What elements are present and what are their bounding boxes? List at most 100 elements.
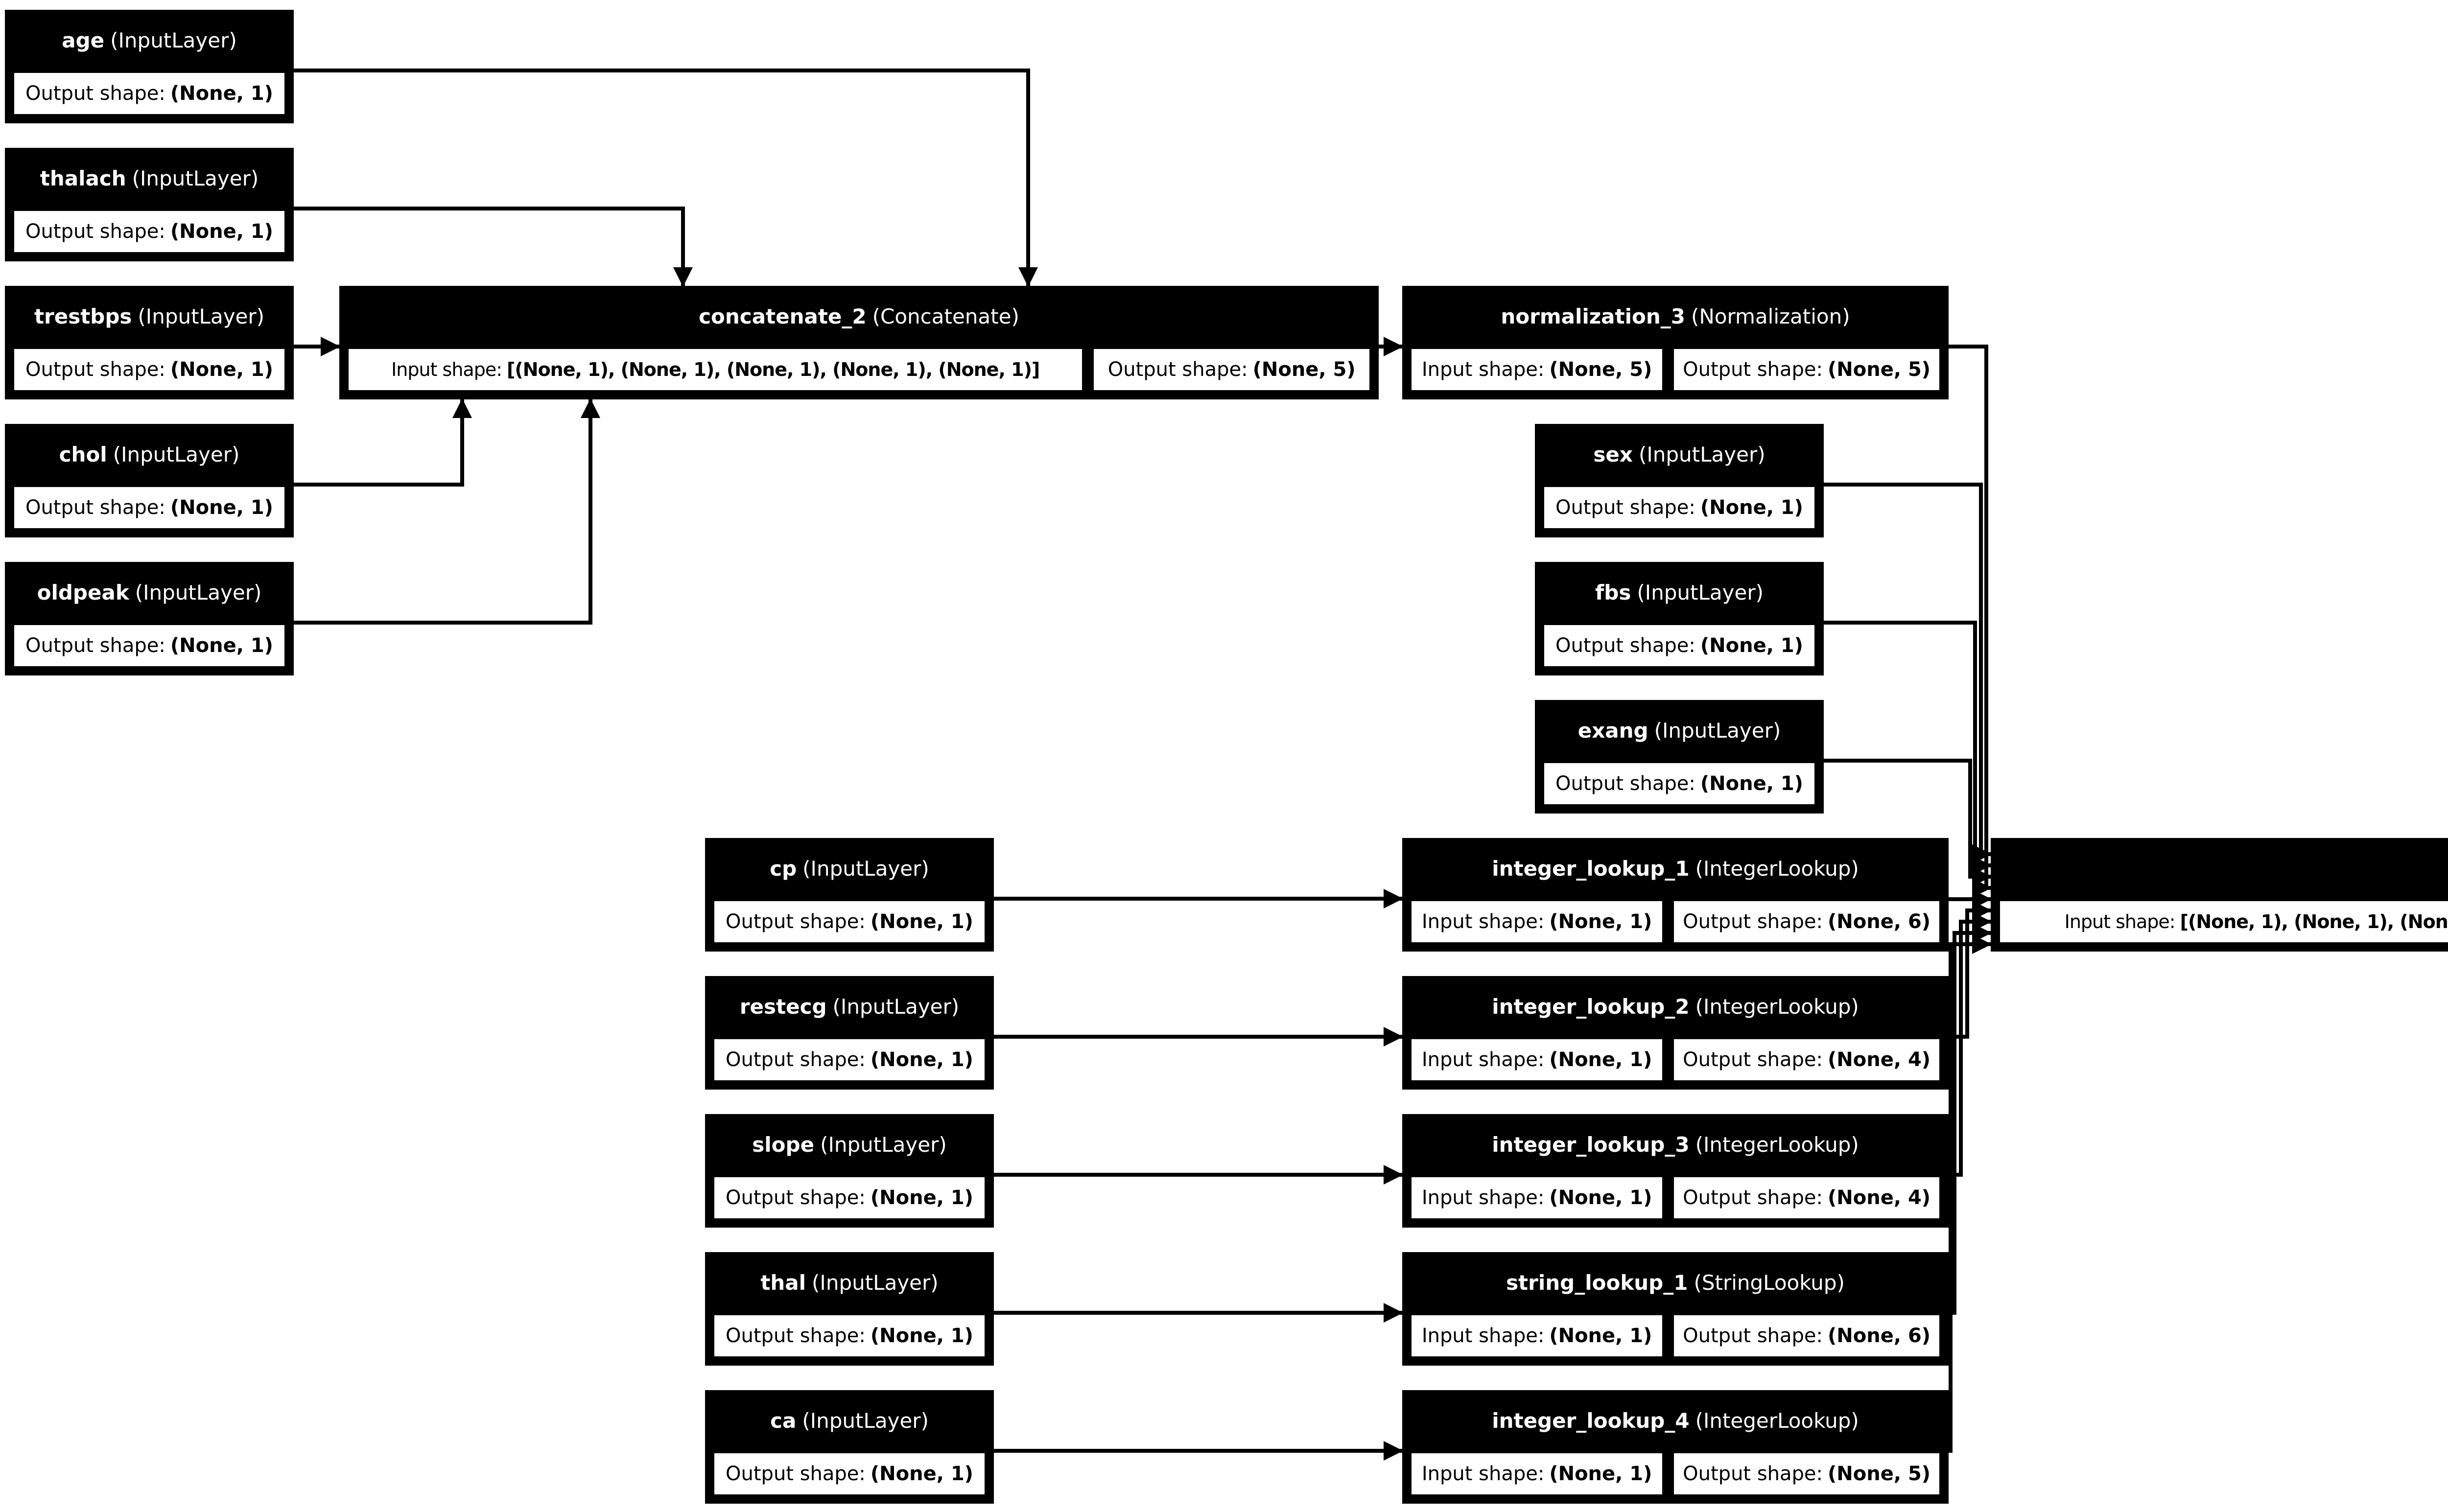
edge-integer-lookup-4-to-concatenate-3 <box>1949 934 1992 1453</box>
node-body: Output shape:(None, 1) <box>705 1451 994 1504</box>
output-shape-cell: Output shape:(None, 5) <box>1671 347 1942 393</box>
input-shape-label: Input shape: <box>1421 358 1545 381</box>
node-body: Input shape:(None, 1) Output shape:(None… <box>1402 899 1949 952</box>
output-shape-value: (None, 1) <box>870 1463 973 1485</box>
output-shape-value: (None, 6) <box>1828 910 1931 933</box>
input-shape-cell: Input shape:(None, 1) <box>1409 899 1665 945</box>
input-shape-label: Input shape: <box>1421 1325 1545 1347</box>
node-header: thalach(InputLayer) <box>5 148 294 209</box>
node-age: age(InputLayer) Output shape:(None, 1) <box>5 10 294 123</box>
input-shape-value: (None, 1) <box>1549 1048 1652 1071</box>
node-header: thal(InputLayer) <box>705 1252 994 1313</box>
output-shape-cell: Output shape:(None, 1) <box>1542 485 1817 531</box>
input-shape-label: Input shape: <box>391 359 502 380</box>
node-header: oldpeak(InputLayer) <box>5 562 294 623</box>
output-shape-value: (None, 6) <box>1828 1325 1931 1347</box>
node-body: Output shape:(None, 1) <box>5 485 294 537</box>
node-thal: thal(InputLayer) Output shape:(None, 1) <box>705 1252 994 1366</box>
layer-name: integer_lookup_3 <box>1492 1132 1690 1157</box>
layer-type: (IntegerLookup) <box>1695 994 1859 1019</box>
edge-string-lookup-1-to-concatenate-3 <box>1949 923 1992 1315</box>
input-shape-cell: Input shape:(None, 1) <box>1409 1451 1665 1497</box>
input-shape-cell: Input shape:[(None, 1), (None, 1), (None… <box>346 347 1085 393</box>
node-header: slope(InputLayer) <box>705 1114 994 1175</box>
layer-type: (Normalization) <box>1691 304 1850 328</box>
node-oldpeak: oldpeak(InputLayer) Output shape:(None, … <box>5 562 294 675</box>
layer-name: integer_lookup_2 <box>1492 994 1690 1019</box>
output-shape-value: (None, 1) <box>170 358 273 381</box>
layer-type: (IntegerLookup) <box>1695 1132 1859 1157</box>
output-shape-cell: Output shape:(None, 1) <box>12 209 287 255</box>
node-body: Output shape:(None, 1) <box>705 899 994 952</box>
output-shape-value: (None, 1) <box>170 220 273 243</box>
output-shape-value: (None, 4) <box>1828 1186 1931 1209</box>
output-shape-value: (None, 5) <box>1828 1463 1931 1485</box>
input-shape-value: (None, 1) <box>1549 1325 1652 1347</box>
output-shape-label: Output shape: <box>726 1186 866 1209</box>
layer-type: (InputLayer) <box>132 166 259 190</box>
output-shape-label: Output shape: <box>1683 1325 1823 1347</box>
layer-type: (InputLayer) <box>820 1132 947 1157</box>
output-shape-value: (None, 1) <box>1700 496 1803 519</box>
layer-type: (StringLookup) <box>1694 1270 1845 1295</box>
layer-type: (InputLayer) <box>1638 442 1765 466</box>
node-header: concatenate_2(Concatenate) <box>339 286 1379 347</box>
layer-name: cp <box>770 856 797 881</box>
node-header: age(InputLayer) <box>5 10 294 70</box>
node-sex: sex(InputLayer) Output shape:(None, 1) <box>1535 424 1824 537</box>
output-shape-value: (None, 5) <box>1828 358 1931 381</box>
output-shape-value: (None, 1) <box>870 1186 973 1209</box>
input-shape-value: (None, 5) <box>1549 358 1652 381</box>
input-shape-value: (None, 1) <box>1549 1186 1652 1209</box>
layer-type: (IntegerLookup) <box>1695 856 1859 881</box>
output-shape-value: (None, 1) <box>1700 634 1803 657</box>
layer-type: (InputLayer) <box>802 1408 929 1433</box>
output-shape-label: Output shape: <box>1683 1048 1823 1071</box>
output-shape-value: (None, 1) <box>170 634 273 657</box>
node-body: Output shape:(None, 1) <box>5 623 294 675</box>
output-shape-label: Output shape: <box>1555 496 1695 519</box>
input-shape-cell: Input shape:(None, 1) <box>1409 1313 1665 1359</box>
output-shape-cell: Output shape:(None, 1) <box>712 1175 987 1221</box>
layer-name: exang <box>1577 718 1648 743</box>
edge-normalization-3-to-concatenate-3 <box>1949 345 1992 898</box>
output-shape-cell: Output shape:(None, 1) <box>1542 761 1817 807</box>
output-shape-cell: Output shape:(None, 4) <box>1671 1037 1942 1083</box>
output-shape-value: (None, 1) <box>870 1325 973 1347</box>
node-header: ca(InputLayer) <box>705 1390 994 1451</box>
node-header: concatenate_3(Concatenate) <box>1991 838 2448 899</box>
node-body: Output shape:(None, 1) <box>705 1175 994 1228</box>
edge-integer-lookup-2-to-concatenate-3 <box>1949 901 1992 1039</box>
output-shape-cell: Output shape:(None, 6) <box>1671 899 1942 945</box>
input-shape-value: (None, 1) <box>1549 1463 1652 1485</box>
layer-name: integer_lookup_1 <box>1492 856 1690 881</box>
node-body: Output shape:(None, 1) <box>1535 485 1824 537</box>
output-shape-cell: Output shape:(None, 1) <box>712 1313 987 1359</box>
node-header: fbs(InputLayer) <box>1535 562 1824 623</box>
output-shape-value: (None, 4) <box>1828 1048 1931 1071</box>
node-body: Output shape:(None, 1) <box>5 347 294 399</box>
node-body: Output shape:(None, 1) <box>1535 761 1824 814</box>
node-chol: chol(InputLayer) Output shape:(None, 1) <box>5 424 294 537</box>
node-body: Input shape:(None, 1) Output shape:(None… <box>1402 1037 1949 1090</box>
layer-name: slope <box>752 1132 815 1157</box>
node-restecg: restecg(InputLayer) Output shape:(None, … <box>705 976 994 1090</box>
node-header: exang(InputLayer) <box>1535 700 1824 761</box>
output-shape-cell: Output shape:(None, 1) <box>1542 623 1817 669</box>
node-header: integer_lookup_3(IntegerLookup) <box>1402 1114 1949 1175</box>
node-body: Output shape:(None, 1) <box>705 1313 994 1366</box>
layer-name: thalach <box>40 166 126 190</box>
output-shape-label: Output shape: <box>25 82 165 105</box>
edge-exang-to-concatenate-3 <box>1824 759 1992 886</box>
layer-name: ca <box>770 1408 797 1433</box>
node-body: Output shape:(None, 1) <box>705 1037 994 1090</box>
layer-type: (InputLayer) <box>812 1270 939 1295</box>
input-shape-cell: Input shape:(None, 5) <box>1409 347 1665 393</box>
node-header: integer_lookup_1(IntegerLookup) <box>1402 838 1949 899</box>
node-header: trestbps(InputLayer) <box>5 286 294 347</box>
layer-name: normalization_3 <box>1501 304 1685 328</box>
layer-type: (Concatenate) <box>872 304 1019 328</box>
node-header: chol(InputLayer) <box>5 424 294 485</box>
node-ca: ca(InputLayer) Output shape:(None, 1) <box>705 1390 994 1504</box>
node-integer-lookup-1: integer_lookup_1(IntegerLookup) Input sh… <box>1402 838 1949 952</box>
